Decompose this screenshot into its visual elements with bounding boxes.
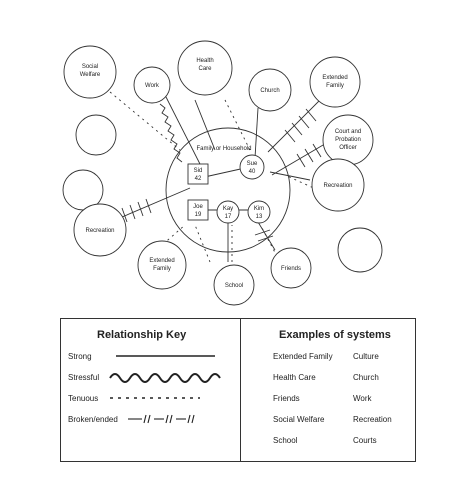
member-age-sid: 42 bbox=[195, 176, 202, 182]
key-stressful-label: Stressful bbox=[68, 373, 100, 382]
example-item: Health Care bbox=[273, 373, 316, 382]
member-age-kim: 13 bbox=[256, 214, 263, 220]
example-item: School bbox=[273, 436, 298, 445]
example-item: Church bbox=[353, 373, 379, 382]
member-age-kay: 17 bbox=[225, 214, 232, 220]
member-box-joe bbox=[187, 199, 209, 221]
member-name-sue: Sue bbox=[247, 161, 258, 167]
label-friends: Friends bbox=[281, 266, 301, 272]
system-circle-recreation-left bbox=[73, 203, 127, 257]
label-extended-family: Extended bbox=[322, 75, 347, 81]
broken-ticks bbox=[254, 229, 274, 242]
member-age-joe: 19 bbox=[195, 212, 202, 218]
system-circle-social-welfare bbox=[63, 45, 117, 99]
member-name-kim: Kim bbox=[254, 206, 264, 212]
label-extended-family-bottom: Family bbox=[153, 266, 171, 272]
broken-ticks bbox=[121, 198, 152, 223]
connection-strong bbox=[269, 171, 311, 181]
member-name-joe: Joe bbox=[193, 204, 203, 210]
example-item: Extended Family bbox=[273, 352, 333, 361]
member-circle-sue bbox=[239, 154, 265, 180]
label-social-welfare: Social bbox=[82, 64, 98, 70]
key-line-samples bbox=[109, 355, 221, 424]
key-broken-line bbox=[128, 414, 195, 424]
system-circle-work bbox=[133, 66, 171, 104]
member-box-sid bbox=[187, 163, 209, 185]
household-label: Family or Household bbox=[196, 146, 251, 152]
system-circle-health-care bbox=[177, 40, 233, 96]
label-work: Work bbox=[145, 83, 160, 89]
key-tenuous-label: Tenuous bbox=[68, 394, 99, 403]
member-age-sue: 40 bbox=[249, 169, 256, 175]
connection-broken bbox=[257, 221, 276, 251]
label-health-care: Care bbox=[198, 66, 212, 72]
system-circle-school bbox=[213, 264, 255, 306]
key-broken-label: Broken/ended bbox=[68, 415, 118, 424]
example-item: Work bbox=[353, 394, 372, 403]
system-circle-extended-family-bottom bbox=[137, 240, 187, 290]
example-item: Courts bbox=[353, 436, 377, 445]
connection-broken bbox=[114, 187, 191, 221]
member-name-kay: Kay bbox=[223, 206, 233, 212]
label-extended-family-bottom: Extended bbox=[149, 258, 174, 264]
broken-ticks bbox=[284, 108, 317, 143]
label-court: Officer bbox=[339, 145, 357, 151]
system-circle-empty-1 bbox=[75, 114, 117, 156]
broken-ticks bbox=[296, 143, 322, 168]
member-circle-kim bbox=[247, 200, 271, 224]
relationship-key-title: Relationship Key bbox=[97, 329, 187, 341]
label-church: Church bbox=[260, 88, 279, 94]
examples-title: Examples of systems bbox=[279, 329, 391, 341]
connection-strong bbox=[194, 99, 216, 151]
key-stressful-line bbox=[109, 373, 221, 383]
member-name-sid: Sid bbox=[194, 168, 203, 174]
label-social-welfare: Welfare bbox=[80, 72, 101, 78]
label-court: Court and bbox=[335, 129, 361, 135]
label-recreation-left: Recreation bbox=[85, 228, 114, 234]
system-circle-empty-3 bbox=[337, 227, 383, 273]
label-court: Probation bbox=[335, 137, 361, 143]
connection-stressful bbox=[159, 103, 183, 163]
connection-tenuous bbox=[194, 224, 211, 263]
system-circle-church bbox=[248, 68, 292, 112]
example-item: Social Welfare bbox=[273, 415, 325, 424]
example-item: Recreation bbox=[353, 415, 392, 424]
system-circle-recreation-right bbox=[311, 158, 365, 212]
label-school: School bbox=[225, 283, 243, 289]
member-circle-kay bbox=[216, 200, 240, 224]
relationship-key-panel bbox=[60, 318, 416, 462]
key-strong-label: Strong bbox=[68, 352, 92, 361]
label-extended-family: Family bbox=[326, 83, 344, 89]
label-recreation-right: Recreation bbox=[323, 183, 352, 189]
label-health-care: Health bbox=[196, 58, 213, 64]
key-divider bbox=[240, 318, 241, 462]
ecomap-diagram: Family or Household Social Welfare Work … bbox=[62, 40, 383, 306]
example-item: Culture bbox=[353, 352, 379, 361]
example-item: Friends bbox=[273, 394, 300, 403]
connection-strong bbox=[254, 107, 259, 159]
system-circle-extended-family bbox=[309, 56, 361, 108]
connection-strong bbox=[164, 94, 203, 169]
system-circle-friends bbox=[270, 247, 312, 289]
